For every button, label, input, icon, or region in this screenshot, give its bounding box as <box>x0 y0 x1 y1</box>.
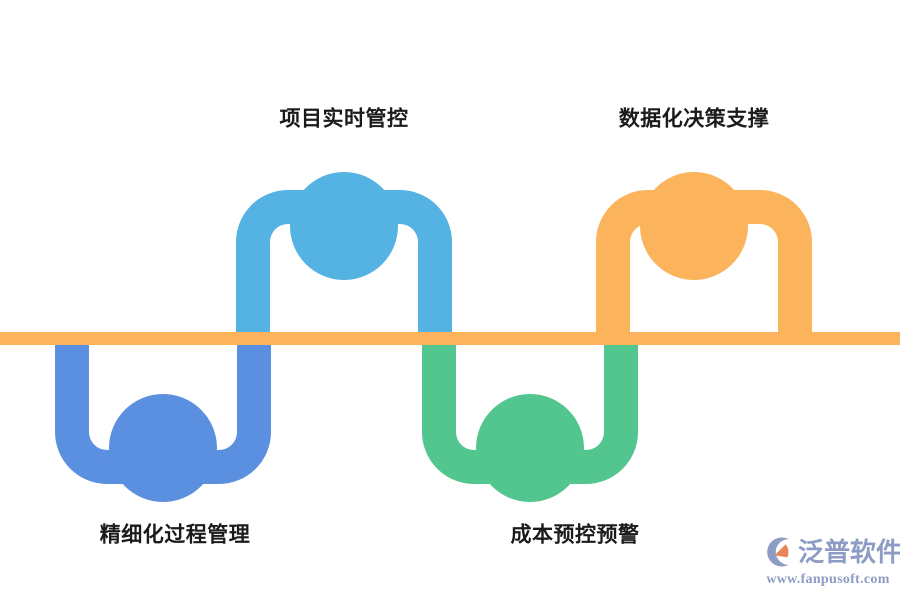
brand-logo-url: www.fanpusoft.com <box>766 572 890 587</box>
node-top-right-shape <box>596 172 812 345</box>
node-bottom-right-shape <box>422 338 638 502</box>
brand-logo-wordmark: 泛普软件 <box>798 537 900 567</box>
baseline-bar <box>0 332 900 345</box>
node-label-bottom-right: 成本预控预警 <box>510 523 640 547</box>
brand-logo-row: 泛普软件 <box>762 534 900 570</box>
node-label-top-left: 项目实时管控 <box>279 107 409 131</box>
brand-logo: 泛普软件 www.fanpusoft.com <box>762 534 900 592</box>
node-label-top-right: 数据化决策支撑 <box>618 107 770 131</box>
node-bottom-left-circle <box>109 394 217 502</box>
node-top-right-circle <box>640 172 748 280</box>
fanpusoft-logo-mark-icon <box>767 537 789 567</box>
node-top-left-circle <box>290 172 398 280</box>
node-top-left-shape <box>236 172 452 345</box>
node-label-bottom-left: 精细化过程管理 <box>99 523 251 547</box>
node-bottom-right-circle <box>476 394 584 502</box>
node-bottom-left-shape <box>55 338 271 502</box>
